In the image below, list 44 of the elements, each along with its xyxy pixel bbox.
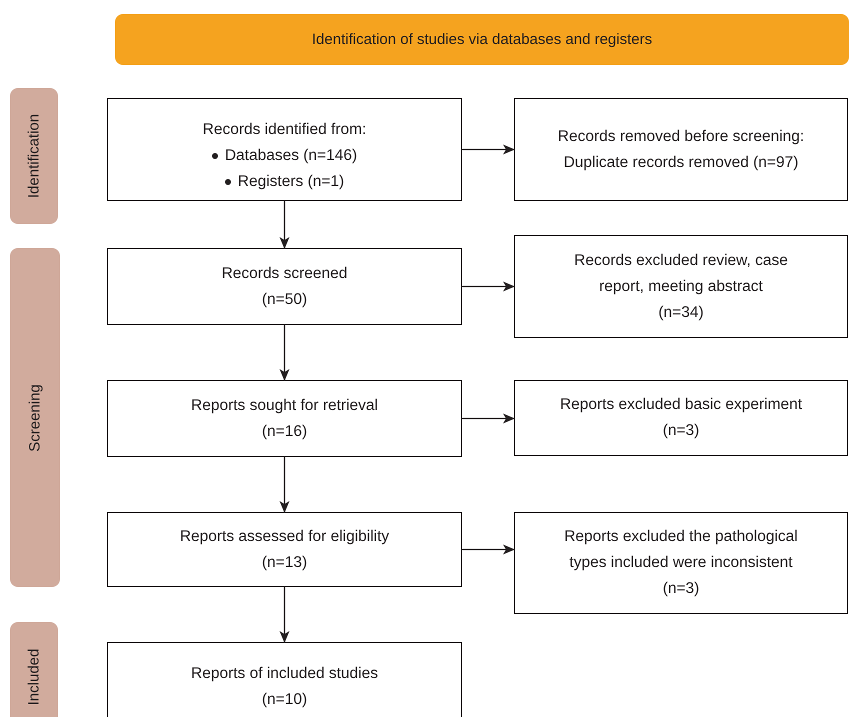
arrow	[462, 414, 515, 424]
box-text: (n=34)	[658, 302, 704, 322]
box-text: Records excluded review, case report, meeting abstract	[573, 250, 789, 296]
process-box	[107, 380, 462, 457]
process-box	[514, 512, 848, 614]
process-box	[514, 98, 848, 201]
header-text: Identification of studies via databases and registers	[312, 31, 652, 48]
arrow	[280, 457, 290, 513]
arrow	[280, 201, 290, 249]
box-text: (n=3)	[662, 421, 700, 441]
process-box	[107, 512, 462, 587]
arrow	[462, 544, 515, 554]
phase-band	[10, 248, 60, 587]
process-box	[107, 642, 462, 717]
box-text: (n=16)	[262, 422, 308, 442]
box-text: Reports sought for retrieval	[191, 396, 378, 416]
arrow	[280, 325, 290, 381]
phase-band	[10, 622, 58, 717]
process-box	[514, 235, 848, 338]
process-box	[514, 380, 848, 456]
process-box	[107, 98, 462, 201]
arrow	[462, 144, 515, 154]
box-text: Reports assessed for eligibility	[180, 526, 390, 546]
bullet-item: Registers (n=1)	[238, 172, 344, 192]
bullet-item: Databases (n=146)	[224, 146, 358, 166]
phase-label: Included	[26, 648, 42, 706]
arrow	[462, 282, 515, 292]
box-heading: Records identified from:	[202, 120, 366, 140]
box-text: (n=50)	[262, 290, 308, 310]
box-text: Reports excluded the pathological types included were inconsistent	[563, 527, 799, 573]
box-text: Duplicate records removed (n=97)	[564, 152, 798, 172]
box-text: Reports of included studies	[191, 664, 378, 684]
box-text: Records screened	[222, 264, 348, 284]
box-text: (n=13)	[262, 552, 308, 572]
box-text: (n=10)	[262, 690, 308, 710]
phase-label: Identification	[26, 114, 42, 198]
box-text: Records removed before screening:	[558, 126, 804, 146]
phase-label: Screening	[26, 384, 44, 452]
phase-band	[10, 88, 58, 224]
section-header-bar	[115, 14, 849, 65]
box-text: Reports excluded basic experiment	[560, 395, 802, 415]
process-box	[107, 248, 462, 325]
box-text: (n=3)	[662, 579, 700, 599]
arrow	[280, 587, 290, 643]
